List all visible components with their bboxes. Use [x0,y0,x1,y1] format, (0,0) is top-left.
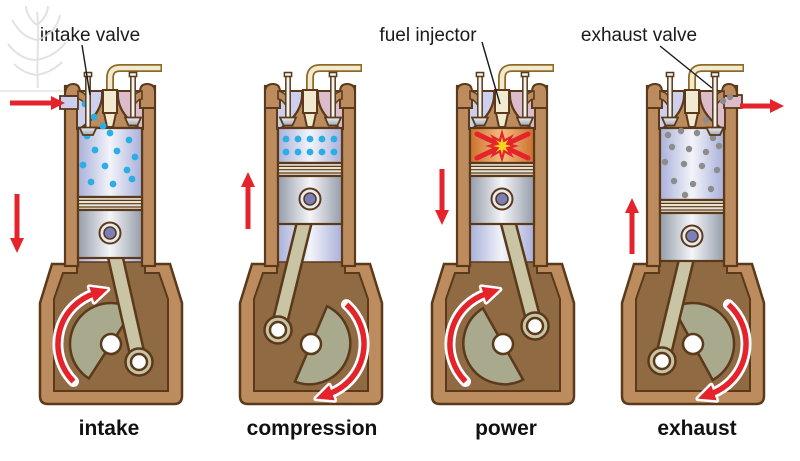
fuel-injector [102,89,118,128]
exhaust-valve-label: exhaust valve [580,25,698,46]
stroke-label-exhaust: exhaust [657,417,737,440]
intake-valve-stem [85,75,91,129]
wall-lip-left [456,82,473,109]
intake-valve-head [78,126,98,136]
intake-valve-head [470,116,490,127]
rotation-arrow [695,299,752,403]
crank-pin-hole [525,316,545,336]
exhaust-valve-cap [520,71,530,78]
intake-valve-cap [475,71,485,78]
piston [76,195,144,260]
intake-valve-head [278,116,298,127]
exhaust-valve-cap [710,71,720,78]
wall-lip-right [339,82,356,109]
intake-passage [59,95,79,110]
fuel-injector [494,89,510,128]
intake-valve-stem [667,75,673,119]
exhaust-valve-cap [328,71,338,78]
explosion [474,129,531,163]
injector-pipe [498,64,554,92]
stroke-label-power: power [475,417,537,440]
piston [658,198,726,263]
intake-valve-head [660,116,680,127]
wall-lip-left [646,82,663,109]
exhaust-valve-head [515,116,535,127]
crankshaft-journal [99,332,123,356]
rotation-arrow [444,284,503,387]
exhaust-valve-stem [712,75,718,129]
fuel-injector [302,89,318,128]
exhaust-valve-stem [330,75,336,119]
fuel-injector [684,89,700,128]
intake-valve-cap [665,71,675,78]
cylinder-power [430,64,576,406]
exhaust-valve-head [323,116,343,127]
air-charge [276,126,344,165]
piston [276,161,344,226]
crank-counterweight [293,304,352,386]
crankshaft-journal [299,332,323,356]
crankshaft-journal [491,332,515,356]
crankshaft-journal [681,332,705,356]
wall-lip-right [139,82,156,109]
intake-valve-stem [477,75,483,119]
rotation-arrow [52,284,111,387]
intake-valve-cap [283,71,293,78]
crank-pin-hole [652,351,672,371]
combustion-chamber [468,126,536,165]
fuel-injector-label: fuel injector [379,25,477,46]
injector-pipe [106,64,162,92]
exhaust-valve-stem [522,75,528,119]
wall-lip-right [531,82,548,109]
cylinder-compression [238,64,384,406]
rotation-arrow [313,299,370,403]
intake-valve-label: intake valve [39,25,141,46]
cylinder-intake [38,64,184,406]
stroke-label-compression: compression [246,417,378,440]
stroke-label-intake: intake [78,417,140,440]
air-charge [76,100,144,199]
cylinder-exhaust [620,64,766,406]
exhaust-valve-cap [128,71,138,78]
exhaust-valve-stem [130,75,136,119]
intake-valve-stem [285,75,291,119]
crank-pin-hole [129,352,149,372]
injector-pipe [306,64,362,92]
crank-pin-hole [268,320,288,340]
intake-valve-cap [83,71,93,78]
exhaust-valve-head [705,126,725,136]
piston [468,161,536,226]
wall-lip-left [264,82,281,109]
exhaust-valve-head [123,116,143,127]
